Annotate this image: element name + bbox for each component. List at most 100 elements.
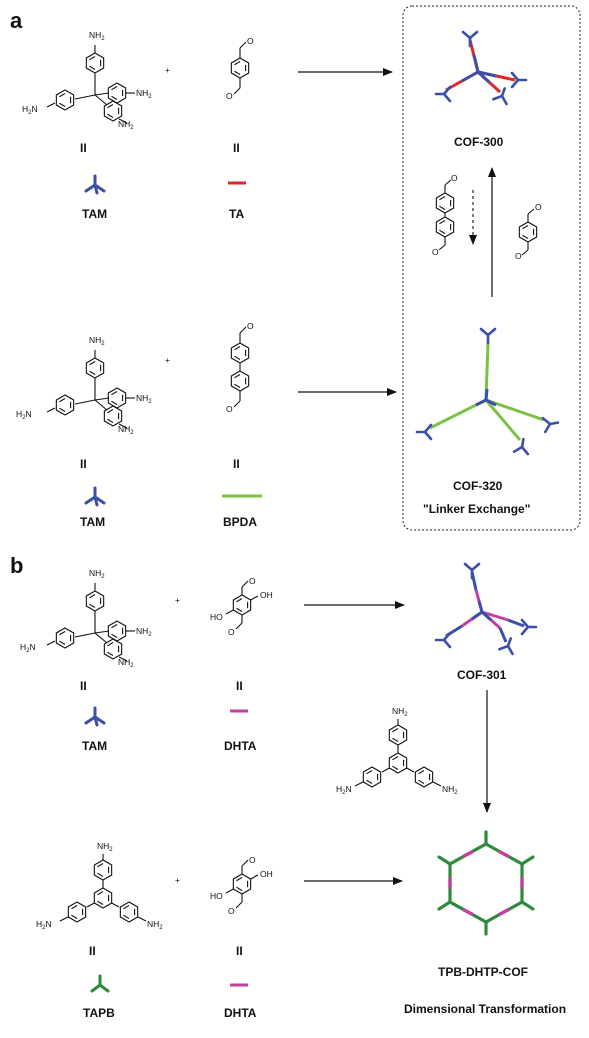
svg-text:H2N: H2N (36, 919, 52, 931)
amine-nh-text: NH (118, 424, 130, 434)
monomer-label-tam: TAM (82, 739, 107, 753)
subscript-2: 2 (109, 847, 113, 853)
tam-node-icon (84, 486, 106, 507)
hydroxyl-ho-text: HO (210, 612, 223, 622)
svg-text:NH2: NH2 (136, 626, 152, 638)
amine-nh-text: NH (118, 657, 130, 667)
plus-sign: + (165, 65, 170, 75)
aldehyde-o-text: O (515, 251, 522, 261)
amine-nh-text: NH (442, 784, 454, 794)
amine-n-text: N (45, 919, 51, 929)
amine-nh-text: NH (136, 393, 148, 403)
aldehyde-o-text: O (247, 321, 254, 331)
svg-text:H2N: H2N (22, 104, 38, 116)
equals-sign: II (80, 679, 87, 693)
equals-sign: II (233, 141, 240, 155)
subscript-2: 2 (148, 399, 152, 405)
subscript-2: 2 (148, 94, 152, 100)
cof-301-network (434, 562, 538, 656)
subscript-2: 2 (342, 790, 346, 796)
hydroxyl-oh-text: OH (260, 869, 273, 879)
monomer-label-dhta: DHTA (224, 1006, 257, 1020)
subscript-2: 2 (101, 36, 105, 42)
amine-n-text: N (345, 784, 351, 794)
dimensional-transformation-caption: Dimensional Transformation (404, 1002, 566, 1016)
dhta-molecule-2 (225, 859, 259, 909)
amine-nh-text: NH (136, 626, 148, 636)
equals-sign: II (236, 944, 243, 958)
amine-h-text: H (16, 409, 22, 419)
equals-sign: II (233, 457, 240, 471)
svg-text:NH2: NH2 (392, 706, 408, 718)
amine-h-text: H (22, 104, 28, 114)
subscript-2: 2 (101, 574, 105, 580)
amine-n-text: N (29, 642, 35, 652)
bpda-molecule-in-box (435, 179, 455, 251)
dhta-molecule-1 (225, 580, 259, 630)
subscript-2: 2 (130, 125, 134, 131)
amine-n-text: N (25, 409, 31, 419)
ta-molecule (230, 41, 250, 95)
svg-text:NH2: NH2 (147, 919, 163, 931)
subscript-2: 2 (26, 648, 30, 654)
amine-nh-text: NH (392, 706, 404, 716)
hydroxyl-oh-text: OH (260, 590, 273, 600)
subscript-2: 2 (22, 415, 26, 421)
tapb-node-icon (90, 974, 110, 993)
bpda-molecule (230, 326, 250, 408)
tam-molecule-2 (46, 350, 135, 429)
plus-sign: + (175, 875, 180, 885)
svg-text:NH2: NH2 (118, 424, 134, 436)
aldehyde-o-text: O (451, 173, 458, 183)
aldehyde-o-text: O (226, 91, 233, 101)
cof-300-network (434, 30, 528, 106)
svg-text:NH2: NH2 (442, 784, 458, 796)
ta-molecule-in-box (518, 208, 538, 256)
tam-molecule-3 (46, 583, 135, 662)
tpb-dhtp-cof-hexagon (437, 830, 535, 936)
subscript-2: 2 (28, 110, 32, 116)
subscript-2: 2 (148, 632, 152, 638)
svg-text:NH2: NH2 (89, 335, 105, 347)
equals-sign: II (89, 944, 96, 958)
equals-sign: II (80, 457, 87, 471)
subscript-2: 2 (42, 925, 46, 931)
aldehyde-o-text: O (249, 576, 256, 586)
tapb-reagent-molecule (354, 719, 442, 788)
subscript-2: 2 (404, 712, 408, 718)
aldehyde-o-text: O (249, 855, 256, 865)
aldehyde-o-text: O (228, 906, 235, 916)
monomer-label-tam: TAM (82, 207, 107, 221)
equals-sign: II (236, 679, 243, 693)
hydroxyl-ho-text: HO (210, 891, 223, 901)
plus-sign: + (175, 595, 180, 605)
svg-text:H2N: H2N (20, 642, 36, 654)
subscript-2: 2 (454, 790, 458, 796)
aldehyde-o-text: O (432, 247, 439, 257)
tam-node-icon (84, 706, 106, 727)
cof-320-network (415, 327, 561, 456)
subscript-2: 2 (130, 663, 134, 669)
svg-text:NH2: NH2 (136, 393, 152, 405)
aldehyde-o-text: O (226, 404, 233, 414)
amine-h-text: H (20, 642, 26, 652)
product-label-cof-320: COF-320 (453, 479, 503, 493)
plus-sign: + (165, 355, 170, 365)
amine-nh-text: NH (97, 841, 109, 851)
monomer-label-ta: TA (229, 207, 244, 221)
svg-text:NH2: NH2 (97, 841, 113, 853)
aldehyde-o-text: O (247, 36, 254, 46)
linker-exchange-caption: "Linker Exchange" (423, 502, 530, 516)
tapb-molecule (59, 854, 147, 923)
subscript-2: 2 (130, 430, 134, 436)
product-label-cof-300: COF-300 (454, 135, 504, 149)
monomer-label-dhta: DHTA (224, 739, 257, 753)
svg-text:NH2: NH2 (89, 568, 105, 580)
amine-nh-text: NH (89, 30, 101, 40)
amine-nh-text: NH (118, 119, 130, 129)
svg-text:NH2: NH2 (118, 657, 134, 669)
amine-nh-text: NH (147, 919, 159, 929)
svg-text:NH2: NH2 (118, 119, 134, 131)
linker-exchange-box (402, 5, 581, 531)
